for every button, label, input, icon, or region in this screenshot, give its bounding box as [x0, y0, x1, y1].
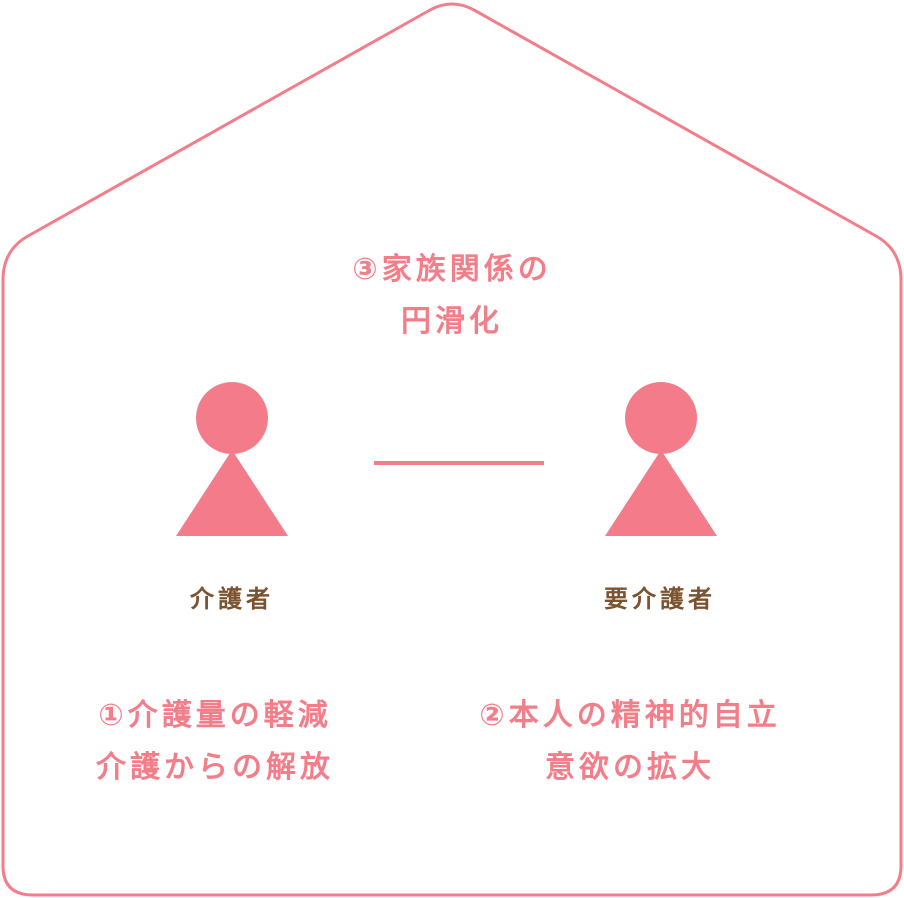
- care-recipient-benefit-line2: 意欲の拡大: [545, 750, 715, 785]
- caregiver-label: 介護者: [190, 585, 274, 613]
- family-relation-line1: ③家族関係の: [352, 252, 552, 287]
- care-recipient-benefit: ②本人の精神的自立 意欲の拡大: [430, 690, 830, 794]
- care-recipient-figure-icon: [605, 382, 717, 538]
- caregiver-figure-icon: [176, 382, 288, 538]
- family-relation-line2: 円滑化: [401, 304, 503, 339]
- care-recipient-benefit-line1: ②本人の精神的自立: [479, 698, 781, 733]
- caregiver-body: [176, 450, 288, 536]
- family-relation-label: ③家族関係の 円滑化: [252, 244, 652, 348]
- caregiver-head: [196, 382, 268, 454]
- care-recipient-body: [605, 450, 717, 536]
- relation-connector-line: [374, 461, 544, 465]
- care-recipient-head: [625, 382, 697, 454]
- caregiver-benefit-line1: ①介護量の軽減: [98, 698, 332, 733]
- caregiver-benefit-line2: 介護からの解放: [96, 750, 334, 785]
- care-recipient-label: 要介護者: [604, 585, 716, 613]
- caregiver-benefit: ①介護量の軽減 介護からの解放: [40, 690, 390, 794]
